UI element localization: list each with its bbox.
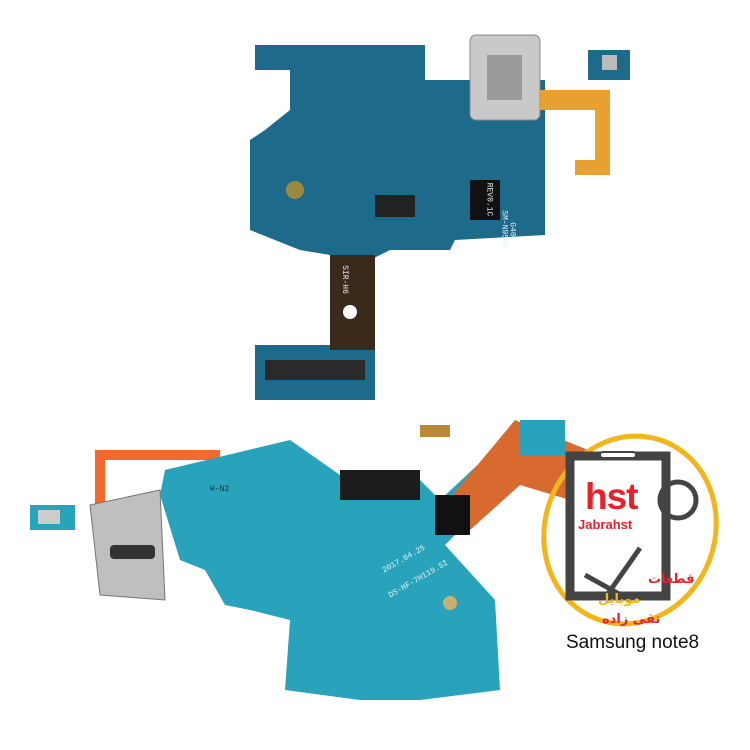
top-board-code: SIR-H6	[339, 265, 349, 294]
charging-port-board-top	[250, 34, 630, 400]
top-board-label-g40: G40	[507, 222, 517, 237]
shop-logo	[541, 433, 719, 627]
logo-name: Jabrahst	[578, 517, 633, 532]
logo-brand: hst	[585, 476, 638, 517]
logo-persian-line3: تقی زاده	[602, 612, 661, 627]
bottom-board-label: H-N2	[210, 485, 230, 494]
top-board-rev: REV0.1C	[484, 182, 494, 217]
product-caption: Samsung note8	[566, 632, 700, 653]
logo-persian-line1: قطعات	[648, 572, 695, 587]
charging-port-board-bottom	[30, 420, 620, 700]
logo-persian-line2: موبایل	[598, 592, 641, 607]
